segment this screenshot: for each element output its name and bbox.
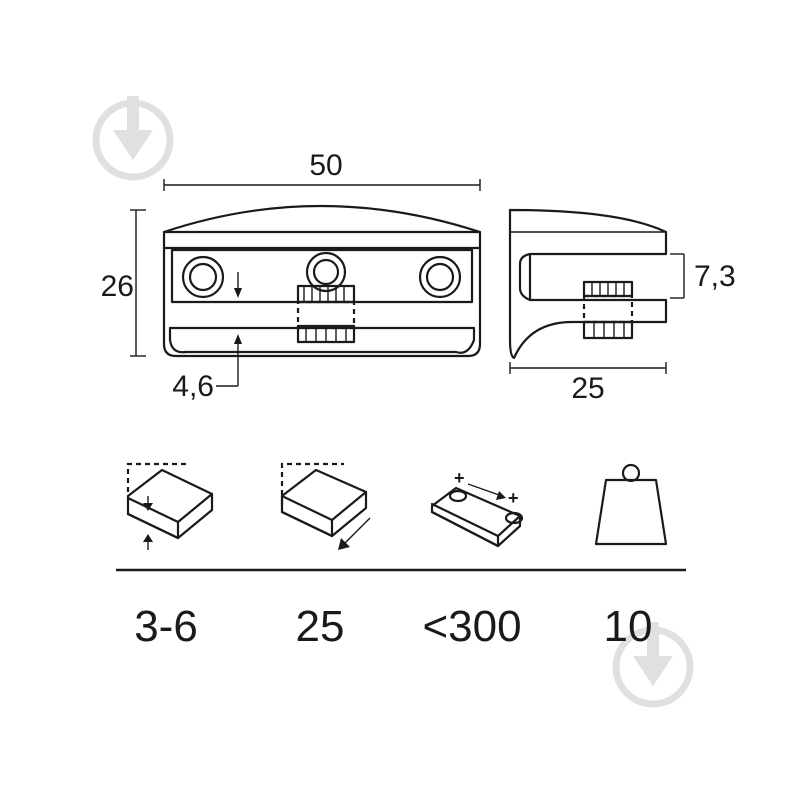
spec-value-weight: 10 bbox=[604, 602, 653, 651]
screw-hole-right bbox=[418, 255, 462, 299]
glass-depth-icon bbox=[280, 462, 371, 550]
offset-dimension: 4,6 bbox=[172, 272, 242, 403]
watermark-bottom-right bbox=[612, 622, 694, 708]
adjustable-spacing-icon: + + bbox=[430, 468, 524, 548]
offset-label: 4,6 bbox=[172, 370, 214, 403]
glass-thickness-icon bbox=[126, 462, 214, 550]
set-screw-front bbox=[296, 284, 356, 344]
glass-gap-label: 7,3 bbox=[694, 260, 736, 293]
plus-left-glyph: + bbox=[454, 468, 465, 488]
spec-value-depth: 25 bbox=[296, 602, 345, 651]
width-label: 50 bbox=[309, 149, 342, 182]
width-dimension: 50 bbox=[163, 149, 481, 191]
glass-gap-dimension: 7,3 bbox=[670, 253, 736, 299]
height-dimension: 26 bbox=[101, 209, 146, 357]
depth-dimension: 25 bbox=[509, 362, 667, 405]
front-view: 50 26 bbox=[101, 149, 482, 403]
height-label: 26 bbox=[101, 270, 134, 303]
set-screw-side bbox=[582, 280, 634, 340]
side-view: 7,3 25 bbox=[508, 208, 736, 405]
spec-value-spacing: <300 bbox=[422, 602, 521, 651]
plus-right-glyph: + bbox=[508, 488, 519, 508]
spec-value-thickness: 3-6 bbox=[134, 602, 198, 651]
weight-icon bbox=[594, 463, 668, 546]
depth-label: 25 bbox=[571, 372, 604, 405]
screw-hole-center bbox=[305, 251, 347, 293]
screw-hole-left bbox=[181, 255, 225, 299]
watermark-top-left bbox=[92, 96, 174, 181]
